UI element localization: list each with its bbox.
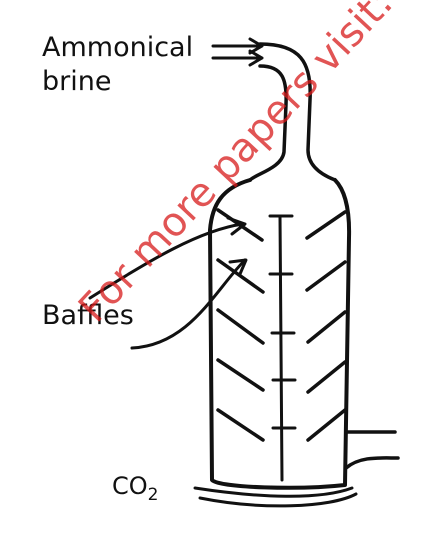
label-co2-sub: 2 [148, 485, 159, 505]
label-brine: brine [42, 66, 111, 98]
label-co2-main: CO [112, 472, 148, 500]
label-co2: CO2 [112, 472, 158, 505]
central-rod [270, 216, 295, 480]
label-ammonical: Ammonical [42, 32, 193, 64]
co2-inlet [195, 488, 356, 506]
brine-inlet-arrows [213, 39, 262, 65]
side-outlet [346, 432, 398, 468]
